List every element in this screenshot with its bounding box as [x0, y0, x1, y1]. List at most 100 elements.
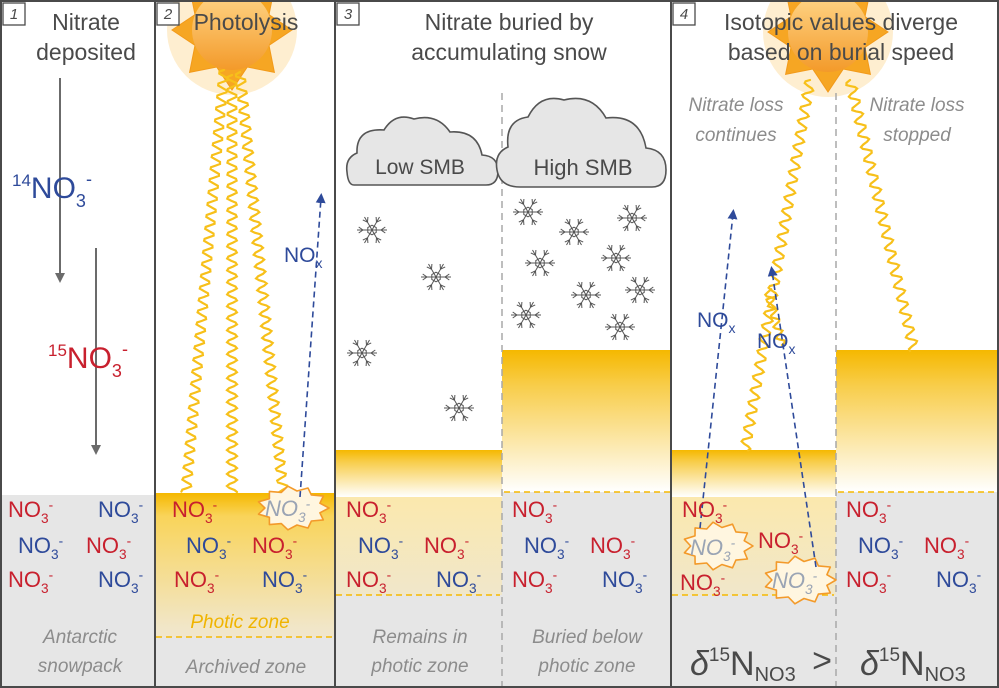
nox-label: NOx: [697, 309, 736, 336]
panel-number-1: 1: [2, 2, 26, 26]
snowflake-icon: [444, 394, 474, 422]
snowflake-icon: [601, 244, 631, 272]
nox-label: NOx: [757, 330, 796, 357]
isotope-nitrate-label: 15NO3-: [48, 339, 128, 381]
nitrate-label: NO3-: [262, 567, 307, 596]
nitrate-label: NO3-: [172, 497, 217, 526]
panel-number-2: 2: [156, 2, 180, 26]
nitrate-label: NO3-: [98, 567, 143, 596]
remains-caption-line-2: photic zone: [370, 656, 468, 677]
panel-titles: Nitrate deposited Photolysis Nitrate bur…: [36, 9, 958, 65]
loss-continues-line-2: continues: [695, 125, 777, 146]
burst-shape: [683, 521, 754, 571]
snowflake-icon: [511, 301, 541, 329]
snowpack-caption-line-2: snowpack: [38, 656, 124, 677]
bottom-captions: Antarctic snowpack Photic zone Archived …: [38, 612, 643, 678]
radiation-wave: [845, 78, 919, 353]
radiation-wave: [180, 68, 229, 493]
nitrate-label: NO3-: [346, 497, 391, 526]
remains-caption-line-1: Remains in: [372, 627, 467, 648]
nitrate-label: NO3-: [424, 533, 469, 562]
greater-than-sign: >: [812, 642, 832, 680]
radiation-waves: [180, 68, 919, 494]
nox-arrows: [299, 193, 817, 568]
nitrate-label: NO3-: [174, 567, 219, 596]
snowflake-icon: [513, 198, 543, 226]
panel-4-title-line-2: based on burial speed: [728, 39, 954, 65]
isotope-nitrate-label: 14NO3-: [12, 169, 92, 211]
nitrate-label: NO3-: [252, 533, 297, 562]
panel-1-title-line-2: deposited: [36, 39, 136, 65]
nitrate-label: NO3-: [346, 567, 391, 596]
nox-label: NOx: [284, 244, 323, 271]
nitrate-label: NO3-: [680, 570, 725, 599]
snowflake-icon: [559, 218, 589, 246]
nitrate-label: NO3-: [590, 533, 635, 562]
nitrate-label: NO3-: [758, 528, 803, 557]
nitrate-label: NO3-: [846, 497, 891, 526]
loss-continues-line-1: Nitrate loss: [688, 95, 784, 116]
svg-text:1: 1: [10, 6, 18, 23]
nitrate-label: NO3-: [186, 533, 231, 562]
nitrate-label: NO3-: [846, 567, 891, 596]
nitrate-label: NO3-: [524, 533, 569, 562]
new-snow-layer-4-left: [672, 450, 836, 497]
panel-1-title-line-1: Nitrate: [52, 9, 120, 35]
panel-4-title-line-1: Isotopic values diverge: [724, 9, 958, 35]
nitrate-labels: 14NO3- 15NO3- NO3- NO3- NO3- NO3- NO3- NO3- NO3-…: [8, 169, 981, 599]
loss-stopped-line-1: Nitrate loss: [869, 95, 965, 116]
deposition-arrows: [55, 78, 101, 455]
loss-stopped-line-2: stopped: [883, 125, 952, 146]
nitrate-label: NO3-: [265, 496, 311, 525]
snowpack-panel-1: [2, 495, 154, 686]
cloud-label-high-smb: High SMB: [533, 155, 632, 180]
radiation-wave: [234, 70, 289, 494]
nitrate-label: NO3-: [436, 567, 481, 596]
archive-low-smb: [336, 595, 502, 686]
nitrate-label: NO3-: [858, 533, 903, 562]
nitrate-label: NO3-: [936, 567, 981, 596]
burst-shape: [257, 485, 330, 531]
snowflake-icon: [571, 281, 601, 309]
delta-right: δ15NNO3: [860, 645, 966, 686]
new-snow-layer-low-smb: [336, 450, 502, 497]
radiation-wave: [763, 288, 787, 347]
radiation-wave: [225, 73, 239, 494]
sun-icon: [167, 2, 297, 95]
nitrate-label: NO3-: [682, 497, 727, 526]
nitrate-label: NO3-: [690, 535, 736, 564]
nitrate-label: NO3-: [512, 497, 557, 526]
panel-3-title-line-1: Nitrate buried by: [425, 9, 594, 35]
svg-text:3: 3: [344, 6, 353, 23]
panel-number-boxes: 1 2 3 4: [2, 2, 696, 26]
cloud-icon: High SMB: [495, 97, 667, 188]
snowflake-icon: [617, 204, 647, 232]
nitrate-label: NO3-: [8, 567, 53, 596]
new-snow-layer-high-smb: [502, 350, 670, 492]
nitrate-label: NO3-: [98, 497, 143, 526]
snowflake-icon: [605, 313, 635, 341]
snowpack-high-smb: [502, 492, 670, 686]
burst-shape: [764, 555, 837, 605]
nox-arrow: [699, 209, 738, 529]
new-snow-layer-4-right: [836, 350, 998, 492]
snowflake-icon: [525, 249, 555, 277]
buried-caption-line-1: Buried below: [532, 627, 643, 648]
panel-3-title-line-2: accumulating snow: [411, 39, 607, 65]
nitrate-loss-labels: Nitrate loss continues Nitrate loss stop…: [688, 95, 965, 146]
snowflake-icon: [421, 263, 451, 291]
snowpack-4-right: [836, 492, 998, 686]
nitrate-label: NO3-: [924, 533, 969, 562]
nitrate-label: NO3-: [86, 533, 131, 562]
panel-number-4: 4: [672, 2, 696, 26]
archived-zone-panel-2: [156, 637, 334, 686]
isotope-comparison: δ15NNO3 > δ15NNO3: [690, 642, 966, 686]
snowpack-caption-line-1: Antarctic: [42, 627, 117, 648]
buried-caption-line-2: photic zone: [537, 656, 635, 677]
cloud-label-low-smb: Low SMB: [375, 156, 465, 179]
panel-number-3: 3: [336, 2, 360, 26]
panel-2-title: Photolysis: [194, 9, 299, 35]
